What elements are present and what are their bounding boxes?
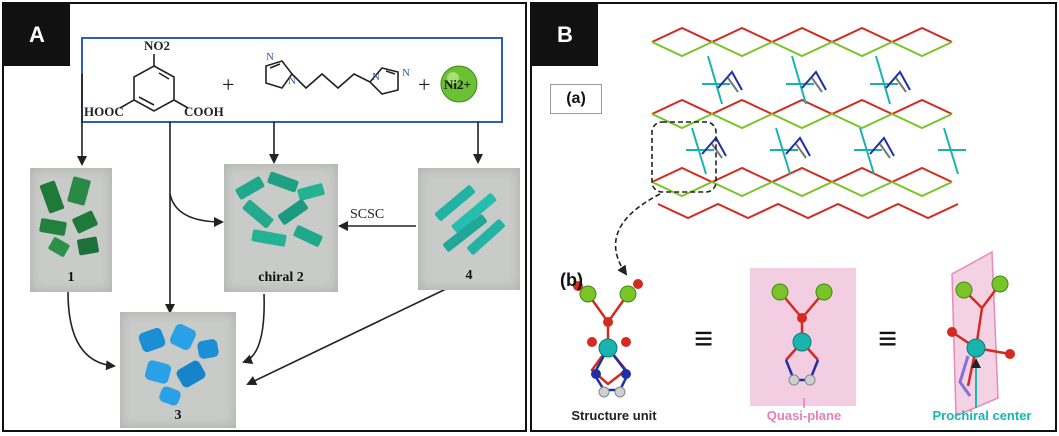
prochiral-model <box>947 275 1015 397</box>
selection-box <box>651 121 717 193</box>
equivalence-sign-1: ≡ <box>694 321 713 358</box>
framework-chains <box>651 26 959 220</box>
crystal-photo-2: chiral 2 <box>224 164 338 292</box>
nitro-isophthalic-acid <box>119 54 189 112</box>
panel-a-tag: A <box>4 4 70 66</box>
panel-a: A NO2 HOOC COOH + N <box>2 2 527 432</box>
nickel-ion-label: Ni2+ <box>444 77 471 92</box>
caption-quasi-plane: Quasi-plane <box>766 408 842 423</box>
caption-structure-unit: Structure unit <box>571 408 657 423</box>
crystal-photo-3: 3 <box>120 312 236 428</box>
arrow-4-to-3 <box>246 287 449 386</box>
framework-illustration: ≡ ≡ <box>573 26 1015 418</box>
imidazole-n-right-top: N <box>402 67 410 79</box>
imidazole-n-right: N <box>372 71 380 83</box>
imidazole-n-left-top: N <box>266 51 274 63</box>
equivalence-sign-2: ≡ <box>878 321 897 358</box>
photo-2-label: chiral 2 <box>258 270 304 285</box>
plus-sign-2: + <box>418 72 430 97</box>
imidazole-n-left: N <box>288 75 296 87</box>
selection-arrow <box>614 193 661 276</box>
caption-prochiral-center: Prochiral center <box>932 408 1032 423</box>
crystal-photo-1: 1 <box>30 168 112 292</box>
panel-b: B (a) <box>530 2 1057 432</box>
arrow-1-to-3 <box>67 291 116 371</box>
plus-sign-1: + <box>222 72 234 97</box>
reaction-scheme: NO2 HOOC COOH + N N N N + Ni2+ SCSC <box>67 37 503 386</box>
quasi-plane-model <box>771 283 833 386</box>
crystal-photo-4: 4 <box>418 168 520 290</box>
photo-1-label: 1 <box>67 270 75 285</box>
arrow-to-2-branch <box>169 193 224 227</box>
bis-imidazole-linker <box>265 60 399 95</box>
acid-left-label: HOOC <box>84 104 124 119</box>
photo-3-label: 3 <box>174 408 182 423</box>
photo-4-label: 4 <box>465 268 473 283</box>
scsc-label: SCSC <box>350 207 384 222</box>
nitro-group-label: NO2 <box>144 38 170 53</box>
metal-centers <box>686 55 966 175</box>
subpanel-a-label: (a) <box>550 84 602 114</box>
structure-unit-model <box>573 279 643 398</box>
panel-b-tag: B <box>532 4 598 66</box>
acid-right-label: COOH <box>184 104 224 119</box>
subpanel-b-label: (b) <box>560 270 583 290</box>
arrow-2-to-3 <box>242 293 265 364</box>
